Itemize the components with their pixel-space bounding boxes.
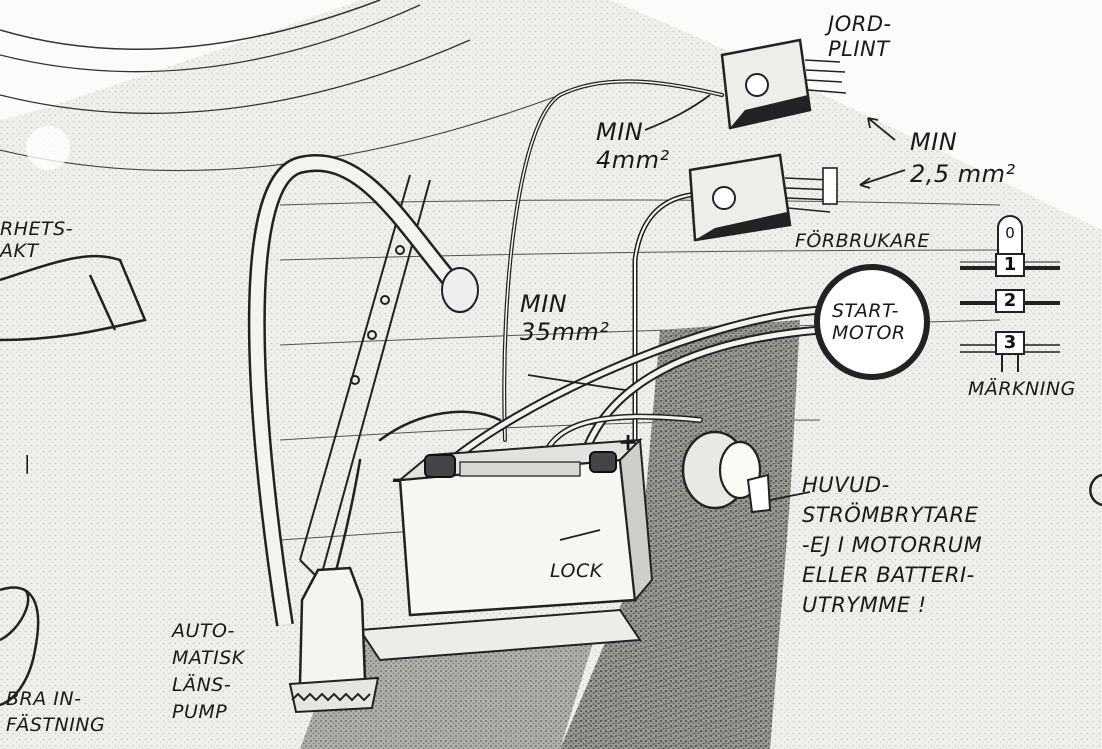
label-min-35mm2: MIN 35mm²: [520, 290, 610, 346]
ground-terminal-block: [720, 38, 847, 130]
label-consumer: FÖRBRUKARE: [795, 230, 930, 252]
consumer-terminal-block: [688, 153, 838, 242]
label-good-mounting: BRA IN- FÄSTNING: [6, 688, 106, 736]
bilge-pump-hose: [247, 154, 479, 627]
label-plus: +: [618, 428, 639, 456]
label-min-arrow: MIN: [910, 128, 958, 156]
marking-tag-2: 2: [1003, 290, 1017, 311]
start-motor-symbol: [814, 264, 930, 380]
label-safety-contact: RHETS- AKT: [0, 218, 74, 262]
marking-tag-1: 1: [1003, 254, 1017, 275]
frame-ribs: [299, 174, 431, 581]
marking-tag-3: 3: [1003, 332, 1017, 353]
safety-contact-fragment: [0, 254, 147, 707]
battery: [358, 437, 654, 662]
right-edge-fragment: [1089, 473, 1102, 507]
label-minus: -: [392, 465, 403, 493]
label-automatic-bilge-pump: AUTO- MATISK LÄNS- PUMP: [172, 620, 245, 723]
label-lid: LOCK: [550, 560, 603, 582]
label-main-switch: HUVUD- STRÖMBRYTARE -EJ I MOTORRUM ELLER…: [802, 473, 983, 617]
label-left-mark: |: [24, 452, 31, 474]
label-marking: MÄRKNING: [968, 378, 1076, 400]
marking-tag-0: 0: [1005, 224, 1015, 242]
label-min-2-5mm2: 2,5 mm²: [910, 160, 1016, 188]
wires: [318, 79, 825, 622]
bilge-pump: [288, 566, 380, 714]
label-min-4mm2: MIN 4mm²: [596, 118, 670, 174]
leader-lines: [527, 94, 906, 541]
cable-marking-tags: [960, 215, 1060, 372]
main-switch: [681, 430, 772, 514]
label-start-motor: START- MOTOR: [832, 300, 906, 344]
label-ground-terminal: JORD- PLINT: [828, 12, 892, 61]
